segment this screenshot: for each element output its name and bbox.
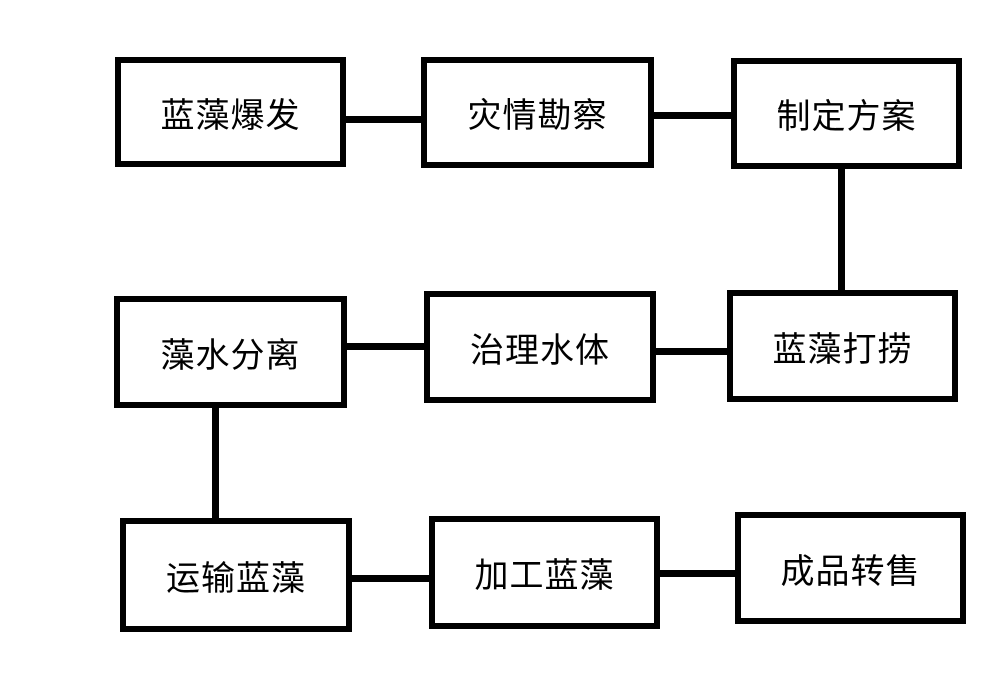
flow-node-transport-algae: 运输蓝藻 [120,518,352,632]
flow-node-disaster-survey: 灾情勘察 [421,57,654,168]
flow-node-process-algae: 加工蓝藻 [429,516,660,629]
node-label: 成品转售 [780,551,921,592]
connector-n2-n3 [650,112,735,119]
connector-n8-n9 [654,570,740,577]
connector-n1-n2 [340,116,426,123]
flow-node-algae-water-separation: 藻水分离 [114,296,347,408]
node-label: 藻水分离 [160,335,301,376]
connector-n7-n8 [348,575,434,582]
node-label: 制定方案 [776,97,917,137]
node-label: 蓝藻打捞 [772,329,913,370]
flow-node-product-resale: 成品转售 [735,512,966,624]
flow-node-algae-salvage: 蓝藻打捞 [727,290,958,402]
flow-node-make-plan: 制定方案 [731,58,962,169]
node-label: 蓝藻爆发 [160,95,301,136]
connector-n4-n5 [652,348,730,355]
connector-n5-n6 [343,343,428,350]
node-label: 治理水体 [470,330,610,371]
flow-node-water-treatment: 治理水体 [424,291,656,403]
node-label: 灾情勘察 [467,96,608,136]
node-label: 加工蓝藻 [474,556,615,596]
flow-node-algae-bloom: 蓝藻爆发 [115,57,346,167]
connector-n3-n4 [838,166,845,294]
connector-n6-n7 [212,405,219,523]
node-label: 运输蓝藻 [166,558,306,599]
